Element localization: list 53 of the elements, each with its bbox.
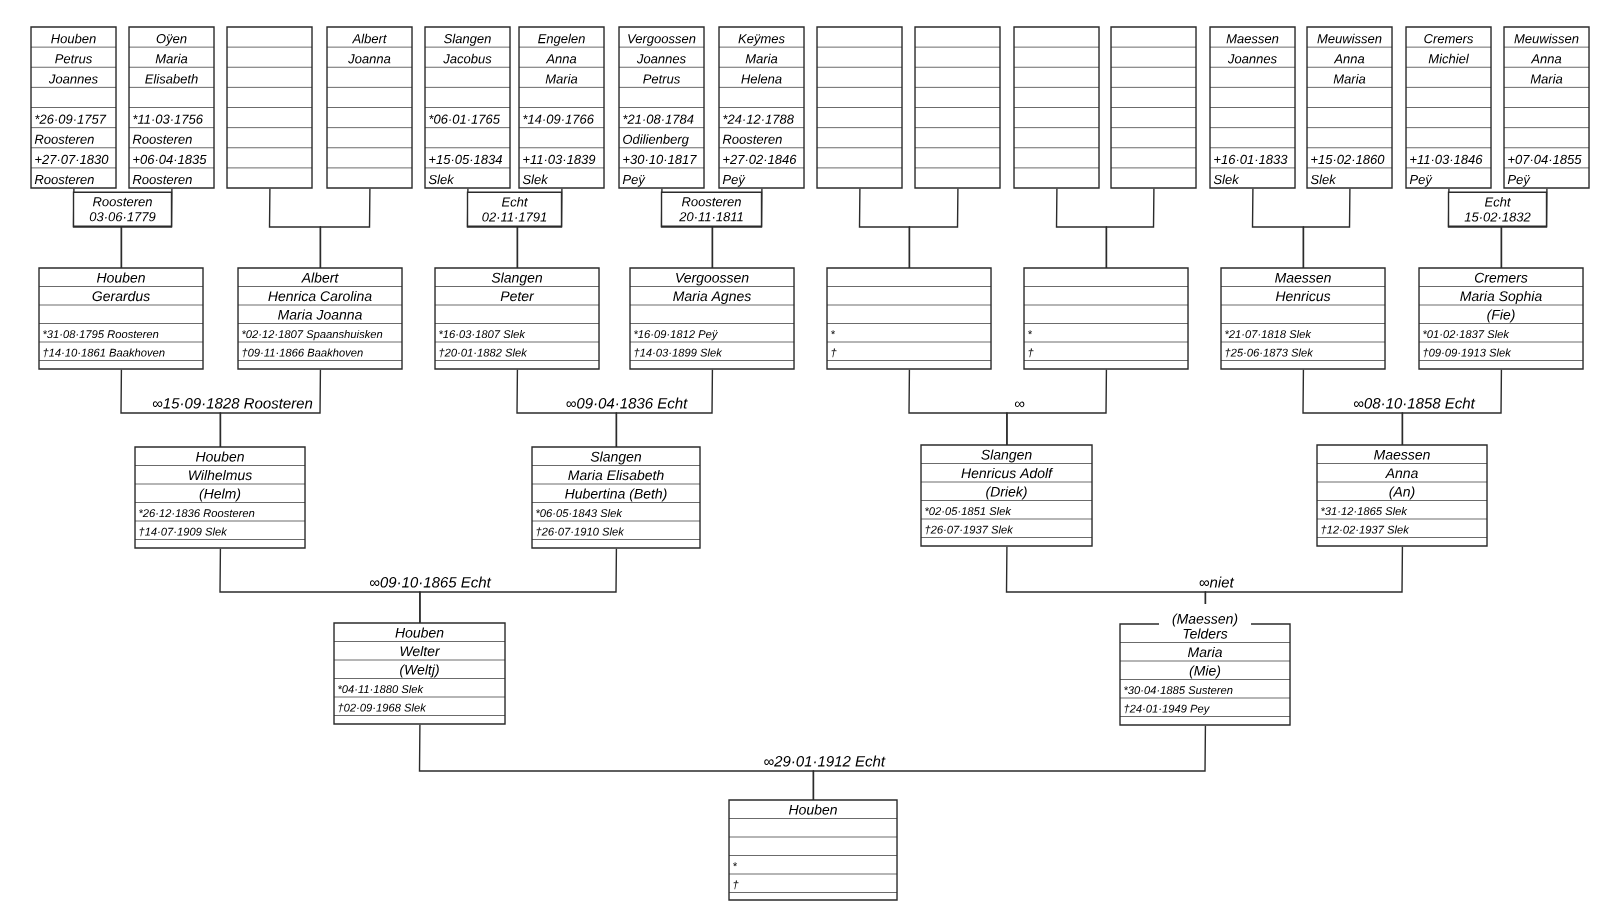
connector-line [908, 188, 959, 269]
record-box [914, 26, 1001, 189]
record-box: Maessen Henricus *21·07·1818 Slek †25·06·1873 Slek [1220, 267, 1386, 370]
record-box [816, 26, 903, 189]
record-box: Keÿmes Maria Helena *24·12·1788 Roosteren +27·02·1846 Peÿ [718, 26, 805, 189]
record-box: Engelen Anna Maria *14·09·1766 +11·03·1839 Slek [518, 26, 605, 189]
record-box: Meuwissen Anna Maria +15·02·1860 Slek [1306, 26, 1393, 189]
edge-label: ∞09·10·1865 Echt [367, 574, 493, 590]
connector-line [1006, 369, 1108, 446]
record-box: Houben Welter (Weltj) *04·11·1880 Slek †02·09·1968 Slek [333, 622, 506, 725]
edge-label: Roosteren 03·06·1779 [72, 191, 173, 227]
record-box: (Maessen) Telders Maria (Mie) *30·04·1885 Susteren †24·01·1949 Pey [1119, 613, 1291, 726]
record-box: Slangen Peter *16·03·1807 Slek †20·01·1882 Slek [434, 267, 600, 370]
record-box: Maessen Joannes +16·01·1833 Slek [1209, 26, 1296, 189]
record-box: Houben Wilhelmus (Helm) *26·12·1836 Roosteren †14·07·1909 Slek [134, 446, 306, 549]
edge-label: ∞ [1012, 399, 1027, 411]
connector-line [319, 188, 371, 269]
record-box: Houben * † [728, 799, 898, 901]
record-box [1110, 26, 1197, 189]
edge-label: Roosteren 20·11·1811 [660, 191, 763, 227]
record-box: Slangen Henricus Adolf (Driek) *02·05·1851 Slek †26·07·1937 Slek [920, 444, 1093, 547]
connector-line [1401, 369, 1503, 446]
record-box: Houben Petrus Joannes *26·09·1757 Roosteren +27·07·1830 Roosteren [30, 26, 117, 189]
record-box: Slangen Maria Elisabeth Hubertina (Beth) *06·05·1843 Slek †26·07·1910 Slek [531, 446, 701, 549]
record-box: Meuwissen Anna Maria +07·04·1855 Peÿ [1503, 26, 1590, 189]
record-box: Cremers Maria Sophia (Fie) *01·02·1837 Slek †09·09·1913 Slek [1418, 267, 1584, 370]
record-box: Maessen Anna (An) *31·12·1865 Slek †12·02·1937 Slek [1316, 444, 1488, 547]
connector-line [1302, 188, 1351, 269]
record-box: Houben Gerardus *31·08·1795 Roosteren †14·10·1861 Baakhoven [38, 267, 204, 370]
edge-label: ∞08·10·1858 Echt [1351, 395, 1477, 411]
connector-line [419, 548, 618, 624]
record-box: Cremers Michiel +11·03·1846 Peÿ [1405, 26, 1492, 189]
edge-label: ∞niet [1196, 574, 1236, 590]
record-box [226, 26, 313, 189]
connector-line [1105, 188, 1155, 269]
record-box: Slangen Jacobus *06·01·1765 +15·05·1834 Slek [424, 26, 511, 189]
record-box: Albert Joanna [326, 26, 413, 189]
edge-label: Echt 02·11·1791 [466, 191, 563, 227]
edge-label: ∞15·09·1828 Roosteren [150, 396, 315, 411]
record-box: Oÿen Maria Elisabeth *11·03·1756 Roosteren +06·04·1835 Roosteren [128, 26, 215, 189]
record-box: Vergoossen Maria Agnes *16·09·1812 Peÿ †14·03·1899 Slek [629, 267, 795, 370]
record-box: Albert Henrica Carolina Maria Joanna *02·12·1807 Spaanshuisken †09·11·1866 Baakhoven [237, 267, 403, 370]
connector-line [812, 725, 1207, 801]
record-box [1013, 26, 1100, 189]
edge-label: ∞29·01·1912 Echt [761, 753, 888, 769]
edge-label: Echt 15·02·1832 [1447, 191, 1548, 227]
connector-line [615, 369, 714, 448]
record-box: * † [1023, 267, 1189, 370]
connector-line [219, 369, 322, 448]
record-box: * † [826, 267, 992, 370]
record-box: Vergoossen Joannes Petrus *21·08·1784 Odilienberg +30·10·1817 Peÿ [618, 26, 705, 189]
connector-line [1204, 546, 1404, 605]
edge-label: ∞09·04·1836 Echt [563, 395, 690, 411]
